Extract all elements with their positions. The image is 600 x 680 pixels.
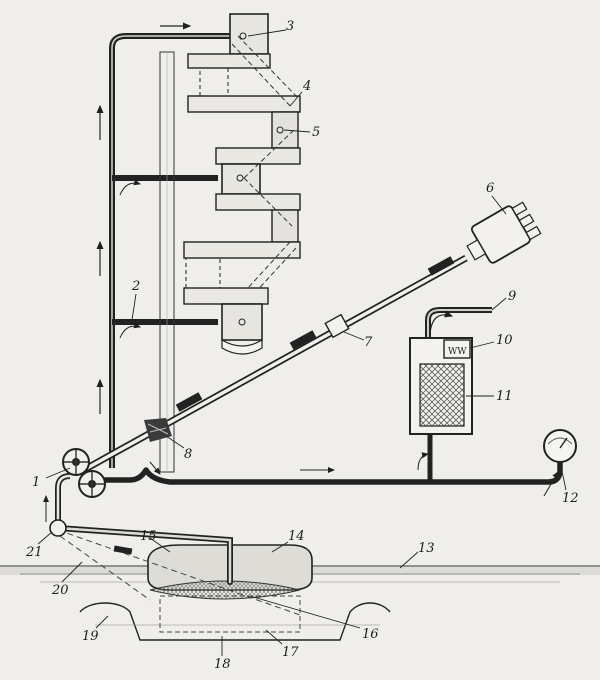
crankshaft xyxy=(183,13,301,355)
callout-20: 20 xyxy=(51,583,69,598)
callout-10: 10 xyxy=(496,333,513,348)
filter-element-icon xyxy=(419,363,465,427)
shaft-end xyxy=(221,338,263,355)
vertical-rods xyxy=(159,51,175,473)
return-line xyxy=(104,434,563,497)
pivot-joint xyxy=(49,519,67,537)
callout-19: 19 xyxy=(82,629,99,644)
relief-valve xyxy=(443,339,471,359)
callout-15: 15 xyxy=(140,529,157,544)
gear-pump-icon xyxy=(62,448,106,498)
shaft-support-1 xyxy=(175,392,203,412)
pump-inlet xyxy=(43,473,71,537)
callout-9: 9 xyxy=(508,289,516,304)
callout-6: 6 xyxy=(486,181,494,196)
callout-4: 4 xyxy=(302,79,311,94)
callout-labels: 1 2 3 4 5 6 7 8 9 10 11 12 13 14 15 16 1… xyxy=(25,19,579,672)
callout-14: 14 xyxy=(288,529,305,544)
callout-12: 12 xyxy=(562,491,579,506)
callout-5: 5 xyxy=(312,125,320,140)
main-journal-2 xyxy=(221,163,261,195)
oil-filter: WW xyxy=(409,307,492,435)
callout-11: 11 xyxy=(496,389,513,404)
callout-1: 1 xyxy=(32,475,40,490)
shaft-support-3 xyxy=(427,256,455,276)
callout-17: 17 xyxy=(282,645,299,660)
callout-18: 18 xyxy=(214,657,231,672)
callout-3: 3 xyxy=(286,19,294,34)
strainer-screen xyxy=(149,580,301,600)
callout-21: 21 xyxy=(25,545,43,560)
main-journal-3 xyxy=(221,303,263,341)
callout-7: 7 xyxy=(364,335,373,350)
oil-pickup xyxy=(55,525,313,633)
strainer-housing xyxy=(159,595,301,633)
shaft-support-2 xyxy=(289,330,317,350)
drive-shaft xyxy=(78,254,468,476)
main-oil-gallery xyxy=(109,33,238,468)
callout-13: 13 xyxy=(418,541,435,556)
relief-valve-marking: WW xyxy=(448,347,467,357)
callout-8: 8 xyxy=(184,447,192,462)
flow-arrow-icon xyxy=(96,22,192,414)
driven-unit xyxy=(466,201,542,264)
callout-16: 16 xyxy=(362,627,379,642)
leader-lines xyxy=(37,29,567,656)
sump-pan xyxy=(79,602,391,641)
pressure-gauge-icon xyxy=(543,429,577,463)
shaft-coupling xyxy=(324,313,350,339)
callout-2: 2 xyxy=(131,279,140,294)
pickup-hinge xyxy=(113,545,133,555)
